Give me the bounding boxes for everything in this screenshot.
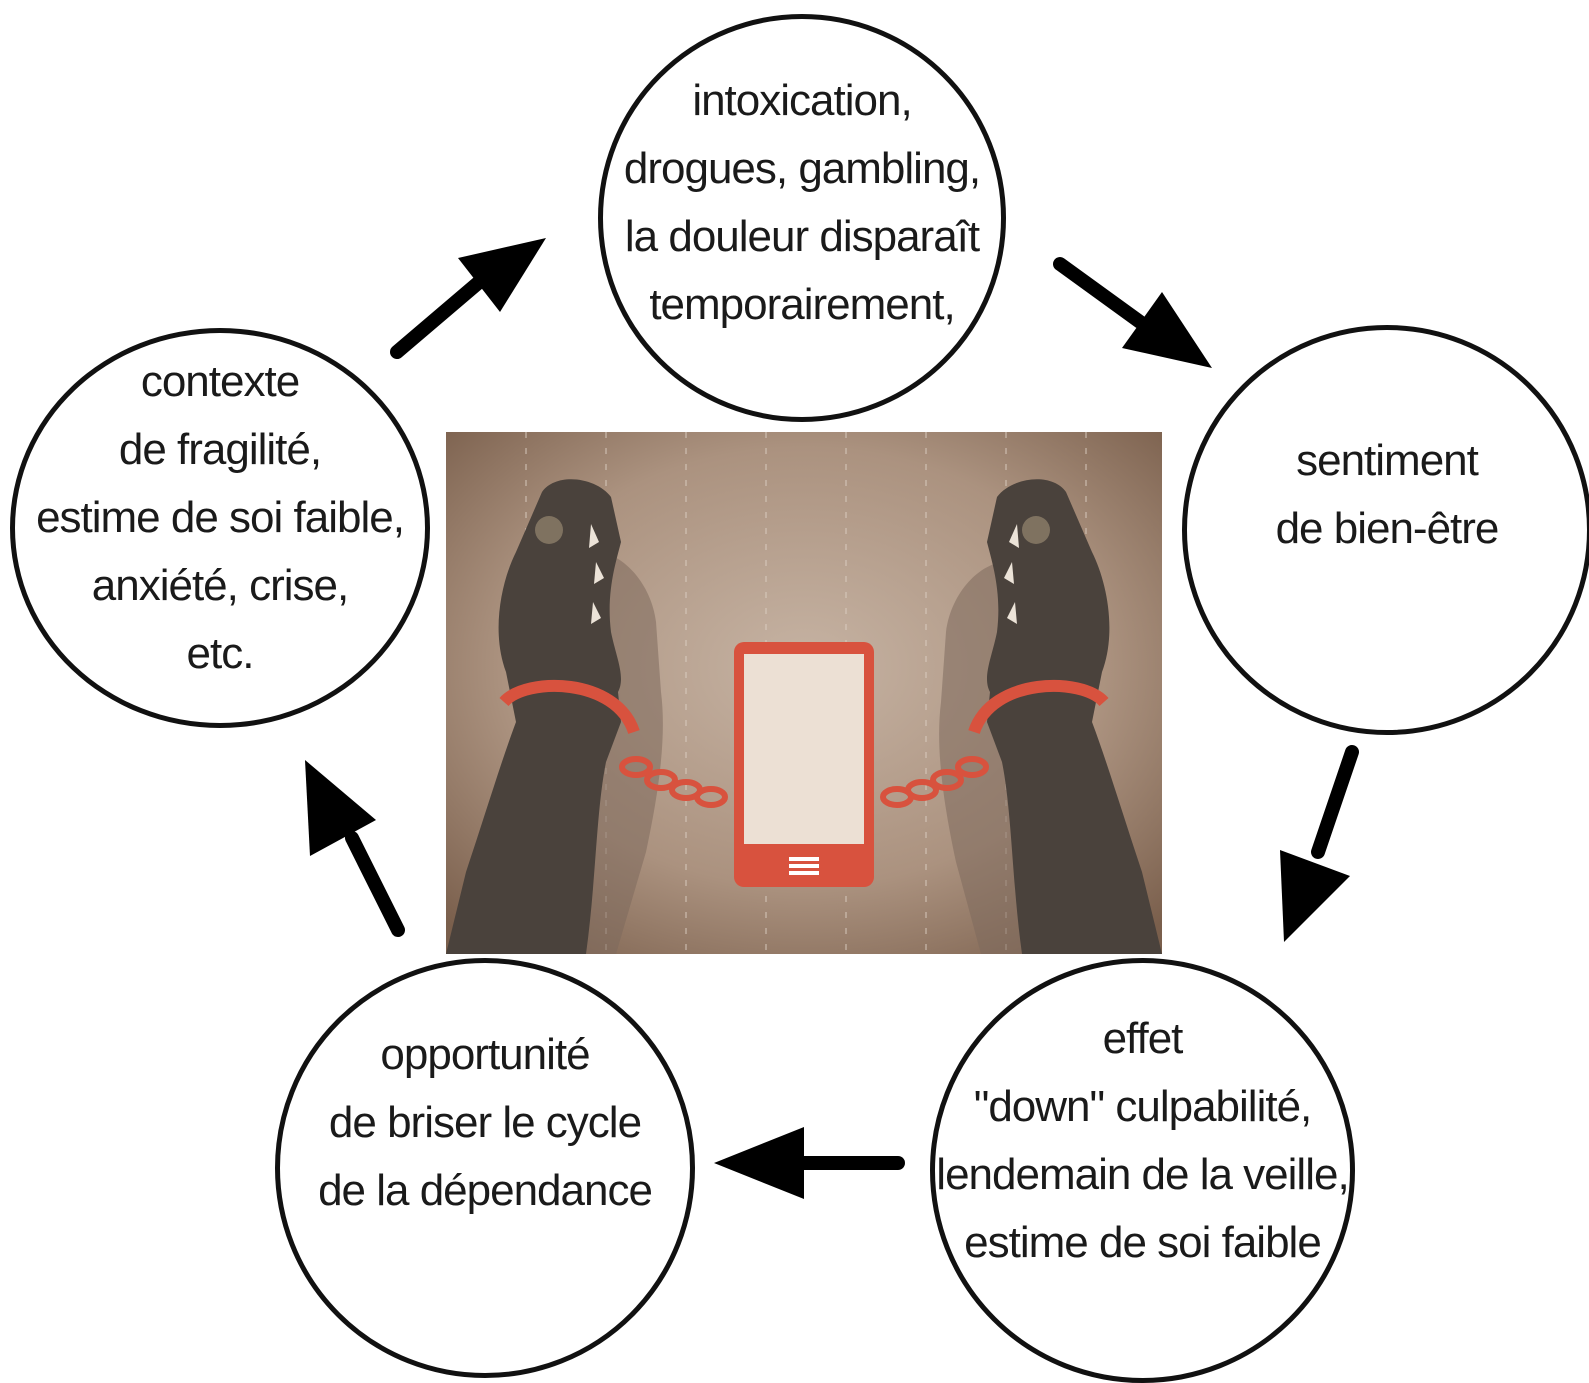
node-text-line: sentiment: [1296, 436, 1479, 485]
node-text-line: de la dépendance: [318, 1166, 653, 1215]
left-cuff: [499, 679, 640, 735]
node-text-line: contexte: [140, 357, 300, 406]
arrow-right-to-bottom-right: [1280, 745, 1359, 942]
right-cuff: [968, 679, 1109, 735]
cycle-node-opportunity: opportunité de briser le cycle de la dép…: [275, 958, 695, 1378]
node-text-line: estime de soi faible,: [36, 493, 405, 542]
right-hand: [987, 479, 1162, 954]
cycle-node-fragility-context: contexte de fragilité, estime de soi fai…: [10, 328, 430, 728]
left-hand: [446, 479, 621, 954]
node-text-line: "down" culpabilité,: [973, 1081, 1313, 1131]
node-text-line: etc.: [186, 629, 255, 678]
node-text-line: de briser le cycle: [328, 1098, 642, 1147]
node-text-line: la douleur disparaît: [624, 212, 980, 261]
arrow-top-to-right: [1053, 257, 1212, 368]
arrow-bottom-right-to-bottom-left: [714, 1127, 905, 1199]
arrow-left-to-top: [390, 238, 546, 359]
cycle-node-down-effect: effet "down" culpabilité, lendemain de l…: [930, 958, 1355, 1383]
node-text-line: de fragilité,: [118, 425, 322, 474]
node-text-line: lendemain de la veille,: [936, 1149, 1349, 1199]
cycle-node-intoxication: intoxication, drogues, gambling, la doul…: [598, 14, 1006, 422]
arrow-bottom-left-to-left: [305, 760, 405, 937]
node-text-line: opportunité: [380, 1030, 590, 1079]
node-text-line: estime de soi faible: [964, 1217, 1322, 1267]
node-text-line: temporairement,: [649, 280, 955, 329]
node-text-line: effet: [1102, 1013, 1184, 1063]
node-text-line: drogues, gambling,: [623, 144, 981, 193]
cycle-node-well-being: sentiment de bien-être: [1182, 325, 1589, 735]
chains: [619, 756, 989, 808]
handcuffed-phone-illustration: [446, 432, 1162, 954]
node-text-line: de bien-être: [1275, 504, 1500, 553]
node-text-line: anxiété, crise,: [91, 561, 349, 610]
node-text-line: intoxication,: [692, 76, 912, 125]
smartphone: [734, 642, 874, 887]
